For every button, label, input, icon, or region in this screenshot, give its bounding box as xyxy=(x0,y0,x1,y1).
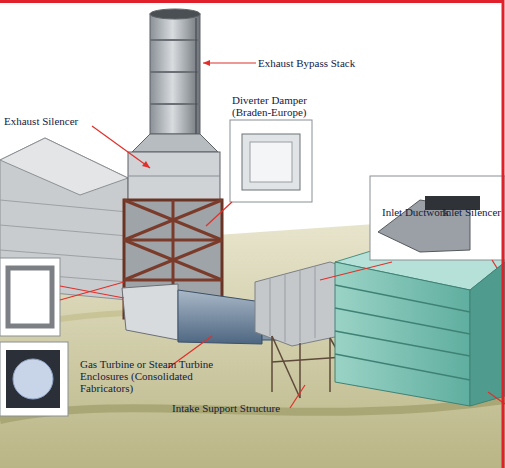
filter-house xyxy=(335,262,470,406)
field-stripe xyxy=(0,400,505,420)
callout-label: Inlet Ductwork xyxy=(382,206,452,218)
turbine-enclosure xyxy=(178,290,262,344)
damper-opening xyxy=(250,142,292,182)
expansion-joint-inset xyxy=(0,258,60,336)
fan-wheel xyxy=(13,359,53,399)
duct-transition xyxy=(122,284,178,340)
callout-label: Gas Turbine or Steam Turbine Enclosures … xyxy=(80,358,220,394)
fan-casing xyxy=(6,350,60,408)
callout-label: Exhaust Bypass Stack xyxy=(258,57,398,69)
callout-label: Exhaust Silencer xyxy=(4,115,104,127)
damper-picture xyxy=(242,134,300,190)
callout-label: Diverter Damper (Braden-Europe) xyxy=(232,94,322,118)
hrsg-roof xyxy=(0,138,128,195)
exhaust-silencer xyxy=(128,152,220,200)
silencer-seam xyxy=(128,176,220,177)
stack-ladder xyxy=(196,18,197,134)
leader-arrowheads xyxy=(142,60,210,168)
fan-inset xyxy=(0,342,68,416)
inlet-inset xyxy=(370,176,505,260)
leader-lines xyxy=(60,63,505,408)
stack-top xyxy=(150,9,200,19)
stack-body xyxy=(150,14,200,134)
filter-house-side xyxy=(470,262,505,406)
callout-label: Intake Support Structure xyxy=(172,402,322,414)
callout-label: Inlet Silencer xyxy=(442,206,505,218)
damper-inset xyxy=(230,120,312,202)
expansion-joint-picture xyxy=(8,268,52,326)
filter-bands xyxy=(335,285,470,380)
stack-rings xyxy=(150,40,200,104)
stack-transition xyxy=(132,134,218,152)
